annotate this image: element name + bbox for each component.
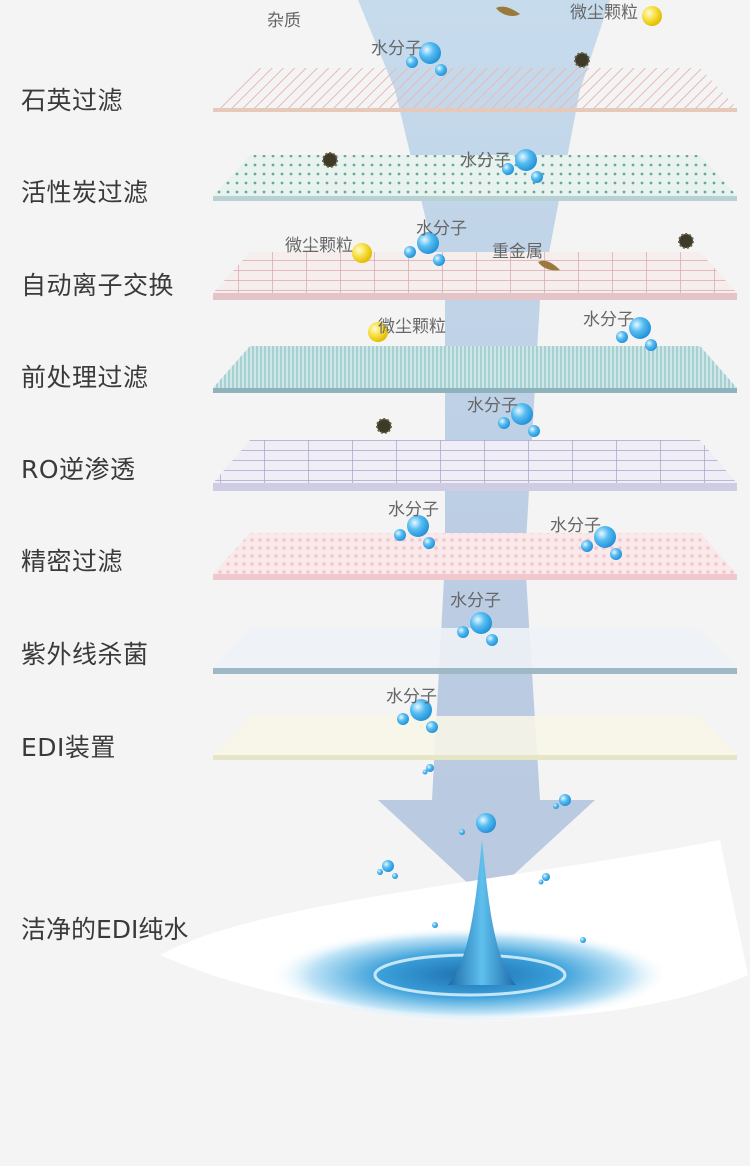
tag-water: 水分子: [416, 219, 467, 239]
stage-label-activated-carbon: 活性炭过滤: [21, 178, 149, 207]
layer-ro-membrane: [213, 440, 737, 491]
stage-label-edi: EDI装置: [21, 733, 116, 762]
tag-dust: 微尘颗粒: [285, 236, 353, 256]
tag-water: 水分子: [467, 396, 518, 416]
stage-label-pretreatment: 前处理过滤: [21, 363, 149, 392]
stage-label-ion-exchange: 自动离子交换: [21, 271, 175, 300]
tag-metal: 重金属: [492, 242, 543, 262]
tag-water: 水分子: [550, 516, 601, 536]
tag-water: 水分子: [386, 687, 437, 707]
tag-water: 水分子: [371, 39, 422, 59]
final-label: 洁净的EDI纯水: [21, 915, 189, 944]
layer-pretreatment: [213, 346, 737, 393]
dust-particles: [352, 6, 662, 342]
layer-activated-carbon: [213, 155, 737, 201]
layer-edi: [213, 716, 737, 760]
tag-water: 水分子: [460, 151, 511, 171]
layer-quartz: [213, 68, 737, 112]
tag-water: 水分子: [583, 310, 634, 330]
water-bubble-clusters: [377, 42, 657, 943]
tag-dust: 微尘颗粒: [570, 3, 638, 23]
tag-impurity: 杂质: [267, 11, 301, 31]
stage-label-quartz: 石英过滤: [21, 86, 124, 115]
stage-label-precision: 精密过滤: [21, 547, 124, 576]
stage-label-ro: RO逆渗透: [21, 455, 136, 484]
tag-water: 水分子: [388, 500, 439, 520]
heavy-metal-particles: [496, 6, 560, 271]
tag-dust: 微尘颗粒: [378, 317, 446, 337]
water-splash: [160, 813, 748, 1023]
layer-ion-exchange: [213, 252, 737, 300]
tag-water: 水分子: [450, 591, 501, 611]
stage-label-uv: 紫外线杀菌: [21, 640, 149, 669]
layer-uv: [213, 628, 737, 674]
layer-precision: [213, 533, 737, 580]
impurity-particles: [322, 52, 694, 434]
